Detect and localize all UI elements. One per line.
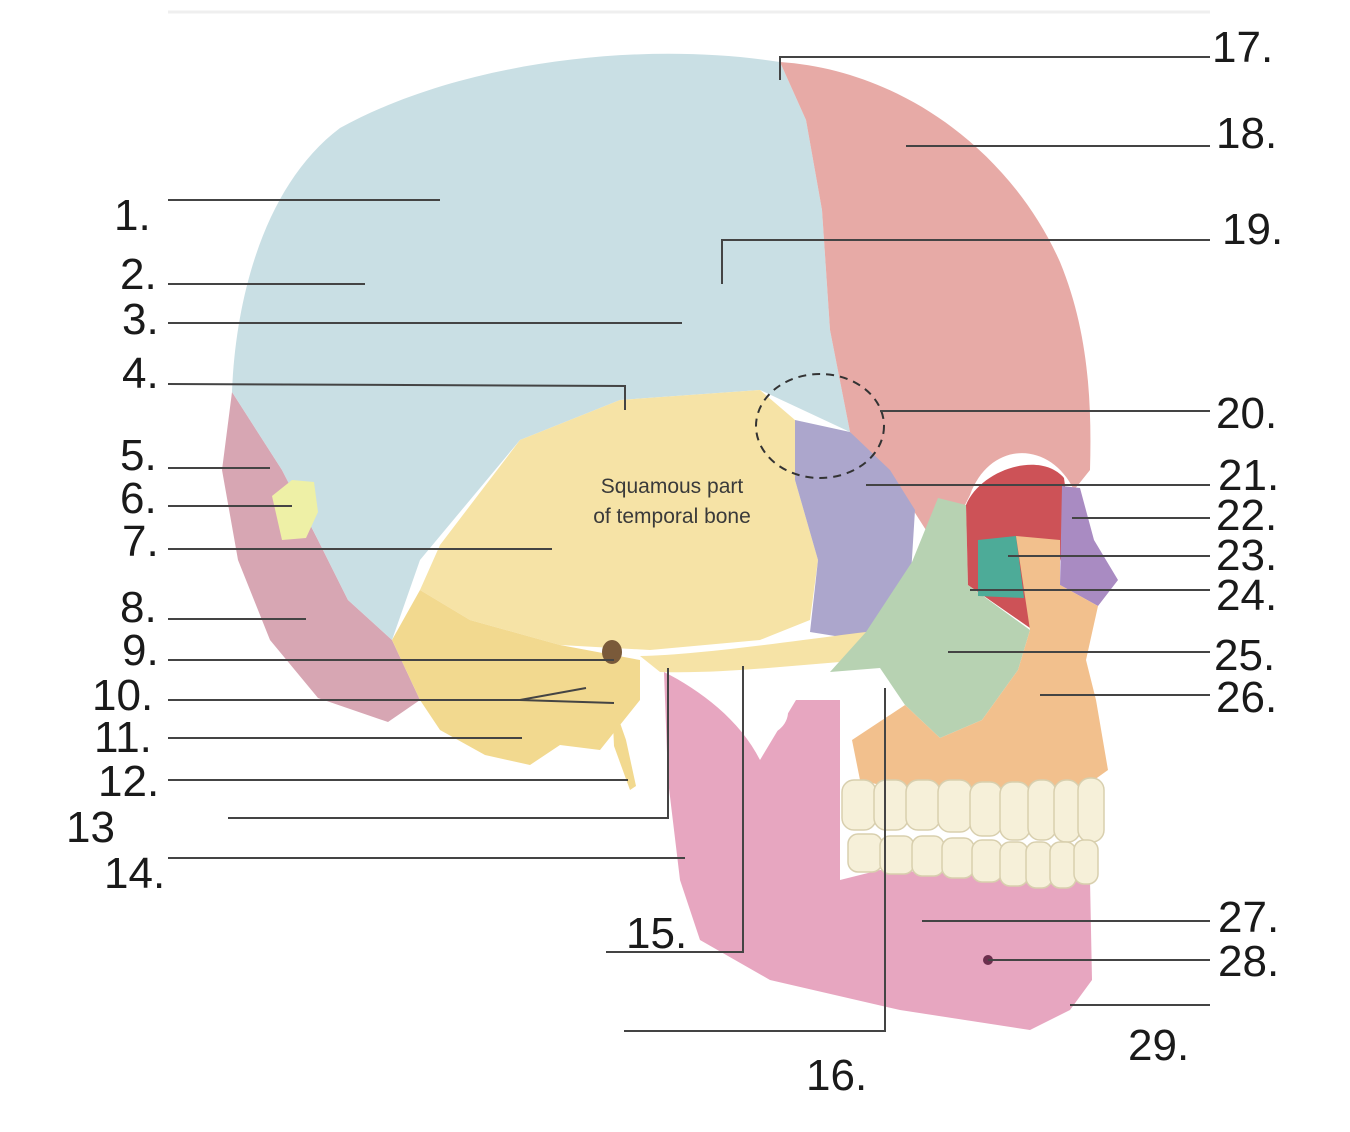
occipital-bone [222, 392, 420, 722]
label-5: 5. [120, 431, 157, 480]
number-labels: 1. 2. 3. 4. 5. 6. 7. 8. 9. 10. 11. 12. 1… [66, 23, 1283, 1100]
squamous-caption-line1: Squamous part [601, 475, 744, 498]
squamous-caption-line2: of temporal bone [593, 505, 751, 528]
label-11: 11. [94, 713, 152, 762]
label-15: 15. [626, 909, 687, 958]
label-14: 14. [104, 849, 165, 898]
mandible [664, 672, 1092, 1030]
leader-10b [519, 699, 615, 704]
label-10: 10. [92, 671, 153, 720]
label-13: 13 [66, 803, 115, 852]
skull-illustration [222, 53, 1118, 1030]
label-27: 27. [1218, 893, 1279, 942]
label-26: 26. [1216, 673, 1277, 722]
label-18: 18. [1216, 109, 1277, 158]
label-28: 28. [1218, 937, 1279, 986]
label-3: 3. [122, 295, 159, 344]
leader-15 [606, 666, 744, 953]
label-8: 8. [120, 583, 157, 632]
label-6: 6. [120, 474, 157, 523]
lacrimal-bone [978, 536, 1024, 598]
leader-16 [624, 688, 886, 1032]
mandibular-notch [732, 688, 788, 736]
styloid-process [612, 700, 636, 790]
label-12: 12. [98, 757, 159, 806]
label-7: 7. [122, 517, 159, 566]
label-24: 24. [1216, 571, 1277, 620]
label-17: 17. [1212, 23, 1273, 72]
label-21: 21. [1218, 451, 1279, 500]
leader-17 [779, 56, 1210, 80]
label-25: 25. [1214, 631, 1275, 680]
temporal-bone-squamous [420, 390, 818, 650]
label-2: 2. [120, 250, 157, 299]
leader-lines [167, 56, 1210, 1032]
sphenoid-bone [795, 420, 915, 640]
frontal-bone [780, 62, 1091, 560]
sutural-bone [272, 480, 318, 540]
label-29: 29. [1128, 1021, 1189, 1070]
zygomatic-arch [640, 632, 870, 673]
label-20: 20. [1216, 389, 1277, 438]
zygomatic-bone [830, 498, 1030, 738]
leader-19 [721, 239, 1210, 284]
label-1: 1. [114, 191, 151, 240]
leader-13 [228, 668, 669, 819]
label-4: 4. [122, 349, 159, 398]
pterion-circle [755, 373, 885, 479]
label-9: 9. [122, 626, 159, 675]
label-19: 19. [1222, 205, 1283, 254]
leader-4 [167, 383, 626, 410]
nasal-bone [1060, 486, 1118, 606]
temporal-bone-mastoid [392, 590, 640, 765]
label-16: 16. [806, 1051, 867, 1100]
external-acoustic-meatus [602, 640, 622, 664]
label-22: 22. [1216, 491, 1277, 540]
label-23: 23. [1216, 531, 1277, 580]
maxilla [852, 536, 1108, 800]
teeth [841, 777, 1105, 889]
